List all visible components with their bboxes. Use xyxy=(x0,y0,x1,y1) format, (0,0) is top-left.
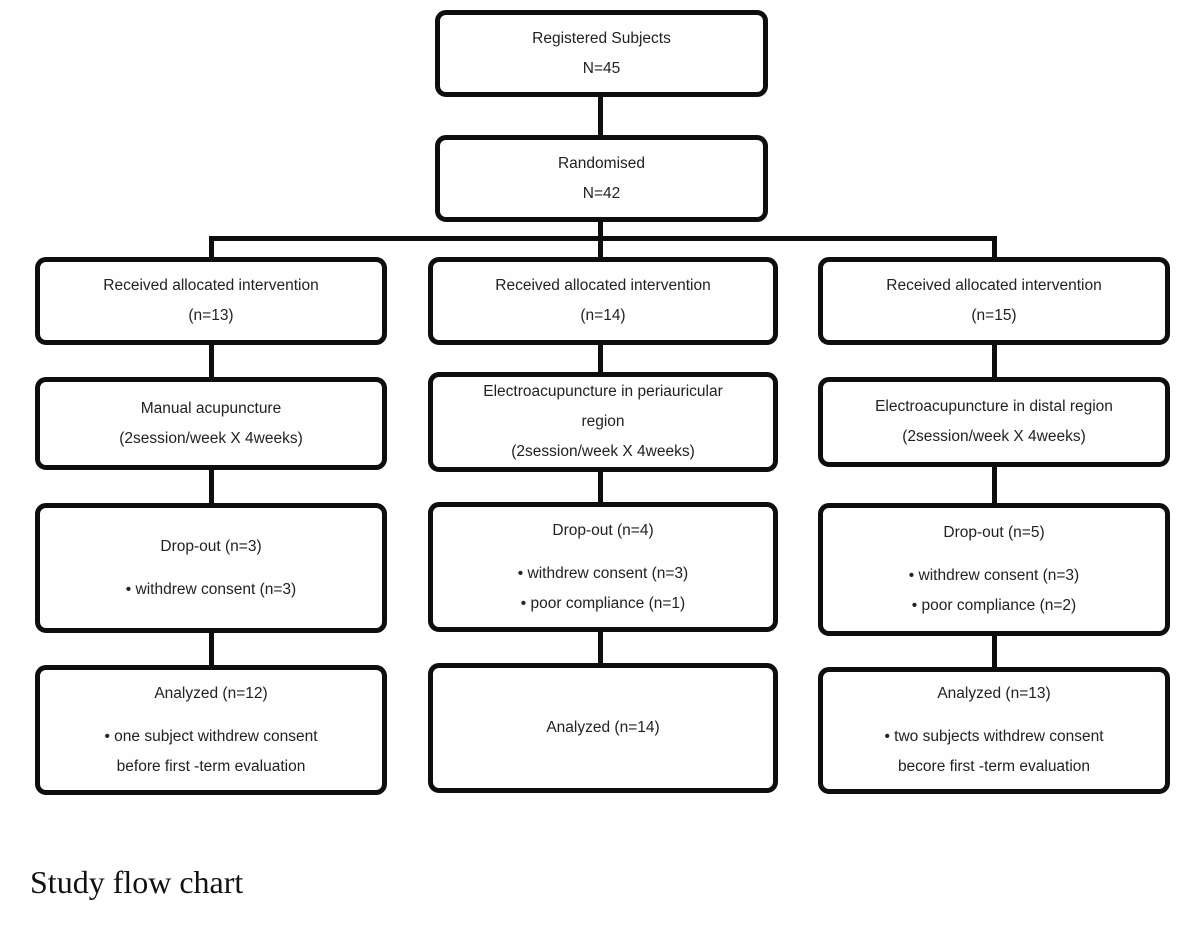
box-col2-received: Received allocated intervention (n=14) xyxy=(428,257,778,345)
box-col3-received: Received allocated intervention (n=15) xyxy=(818,257,1170,345)
connector xyxy=(598,222,603,241)
box-col2-analyzed-title: Analyzed (n=14) xyxy=(546,719,660,736)
connector xyxy=(598,472,603,502)
connector xyxy=(992,467,997,503)
connector xyxy=(209,345,214,377)
box-col1-intervention-text: Manual acupuncture (2session/week X 4wee… xyxy=(119,399,303,447)
box-col1-analyzed-bullets: • one subject withdrew consent before fi… xyxy=(104,727,318,775)
connector xyxy=(992,636,997,667)
box-col3-analyzed: Analyzed (n=13) • two subjects withdrew … xyxy=(818,667,1170,794)
connector xyxy=(598,632,603,663)
figure-caption: Study flow chart xyxy=(30,864,244,900)
connector xyxy=(209,238,214,257)
box-col3-analyzed-bullets: • two subjects withdrew consent becore f… xyxy=(884,728,1104,775)
box-randomised-text: Randomised N=42 xyxy=(557,154,646,202)
box-col3-intervention-text: Electroacupuncture in distal region (2se… xyxy=(875,398,1113,445)
box-col1-dropout: Drop-out (n=3) • withdrew consent (n=3) xyxy=(35,503,387,633)
box-col2-analyzed: Analyzed (n=14) xyxy=(428,663,778,793)
box-col1-received: Received allocated intervention (n=13) xyxy=(35,257,387,345)
connector xyxy=(598,97,603,135)
connector xyxy=(992,238,997,257)
connector xyxy=(209,470,214,503)
box-col1-analyzed: Analyzed (n=12) • one subject withdrew c… xyxy=(35,665,387,795)
box-col2-intervention-text: Electroacupuncture in periauricular regi… xyxy=(483,383,723,460)
box-col1-received-text: Received allocated intervention (n=13) xyxy=(103,277,319,324)
box-col3-dropout-bullets: • withdrew consent (n=3) • poor complian… xyxy=(908,567,1080,614)
box-col2-dropout-bullets: • withdrew consent (n=3) • poor complian… xyxy=(517,564,689,612)
box-col3-analyzed-title: Analyzed (n=13) xyxy=(937,685,1051,702)
box-col1-intervention: Manual acupuncture (2session/week X 4wee… xyxy=(35,377,387,470)
box-col1-analyzed-title: Analyzed (n=12) xyxy=(154,684,268,702)
box-col2-dropout: Drop-out (n=4) • withdrew consent (n=3) … xyxy=(428,502,778,632)
box-col2-received-text: Received allocated intervention (n=14) xyxy=(495,277,711,324)
connector xyxy=(598,345,603,372)
box-registered-subjects: Registered Subjects N=45 xyxy=(435,10,768,97)
box-col3-received-text: Received allocated intervention (n=15) xyxy=(886,277,1102,324)
connector-branch-bar xyxy=(209,236,997,241)
box-col3-dropout-title: Drop-out (n=5) xyxy=(943,524,1045,541)
box-col3-dropout: Drop-out (n=5) • withdrew consent (n=3) … xyxy=(818,503,1170,636)
box-col2-dropout-title: Drop-out (n=4) xyxy=(552,521,654,539)
box-randomised: Randomised N=42 xyxy=(435,135,768,222)
box-registered-subjects-text: Registered Subjects N=45 xyxy=(532,29,671,77)
connector xyxy=(992,345,997,377)
connector xyxy=(598,238,603,257)
connector xyxy=(209,633,214,665)
box-col1-dropout-title: Drop-out (n=3) xyxy=(160,537,262,555)
box-col3-intervention: Electroacupuncture in distal region (2se… xyxy=(818,377,1170,467)
box-col2-intervention: Electroacupuncture in periauricular regi… xyxy=(428,372,778,472)
box-col1-dropout-bullets: • withdrew consent (n=3) xyxy=(125,580,297,598)
